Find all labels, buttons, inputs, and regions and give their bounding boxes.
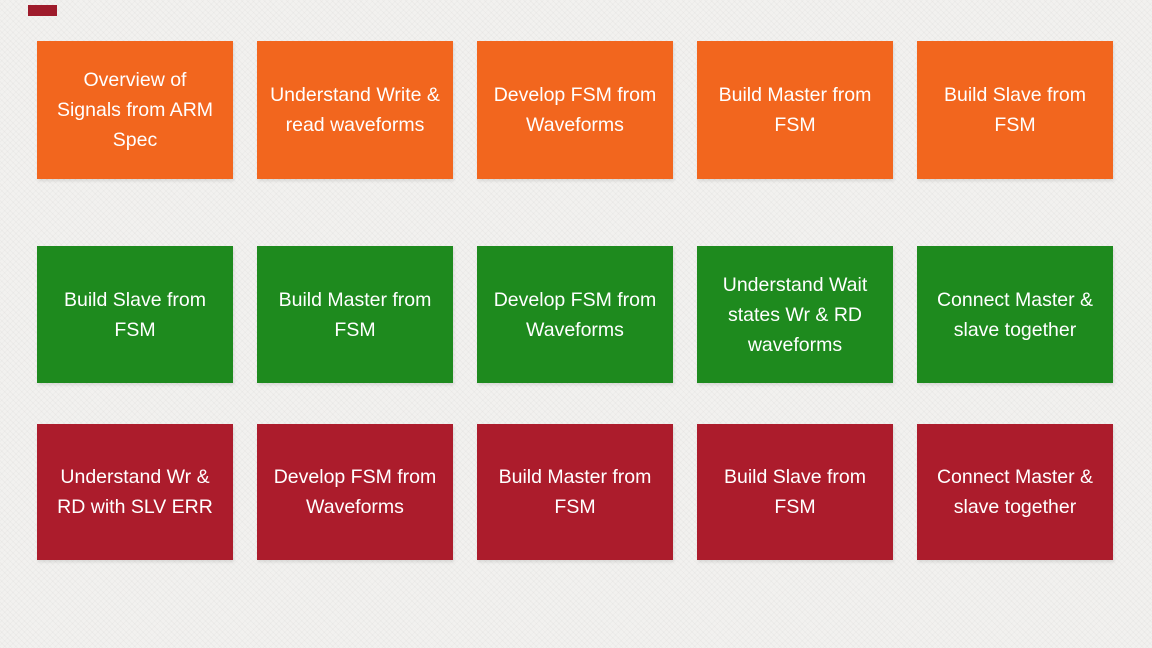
task-card-label: Understand Wr & RD with SLV ERR bbox=[57, 466, 213, 518]
task-card-label: Develop FSM from Waveforms bbox=[493, 84, 657, 136]
task-card: Connect Master & slave together bbox=[917, 424, 1113, 560]
task-card-label: Build Slave from FSM bbox=[944, 84, 1086, 136]
task-card-label: Understand Write & read waveforms bbox=[270, 84, 440, 136]
phase-row-3: Understand Wr & RD with SLV ERR Develop … bbox=[37, 424, 1113, 560]
task-card-label: Build Master from FSM bbox=[718, 84, 872, 136]
task-card: Build Slave from FSM bbox=[697, 424, 893, 560]
task-card: Build Master from FSM bbox=[697, 41, 893, 179]
task-card: Understand Write & read waveforms bbox=[257, 41, 453, 179]
task-card-label: Develop FSM from Waveforms bbox=[493, 288, 657, 341]
corner-artifact-mark bbox=[28, 5, 57, 16]
task-card: Overview of Signals from ARM Spec bbox=[37, 41, 233, 179]
task-card: Understand Wait states Wr & RD waveforms bbox=[697, 246, 893, 383]
task-card-label: Overview of Signals from ARM Spec bbox=[56, 69, 214, 151]
task-card-label: Build Slave from FSM bbox=[724, 466, 866, 518]
phase-row-1: Overview of Signals from ARM Spec Unders… bbox=[37, 41, 1113, 179]
phase-row-2: Build Slave from FSM Build Master from F… bbox=[37, 246, 1113, 383]
task-card: Build Master from FSM bbox=[257, 246, 453, 383]
task-card-label: Build Master from FSM bbox=[278, 288, 432, 341]
task-card: Develop FSM from Waveforms bbox=[257, 424, 453, 560]
task-card-label: Develop FSM from Waveforms bbox=[273, 466, 437, 518]
task-card-label: Understand Wait states Wr & RD waveforms bbox=[722, 273, 868, 356]
task-card-label: Build Slave from FSM bbox=[64, 288, 206, 341]
task-card-label: Build Master from FSM bbox=[498, 466, 652, 518]
task-card: Build Slave from FSM bbox=[37, 246, 233, 383]
task-card-label: Connect Master & slave together bbox=[936, 466, 1094, 518]
task-card: Build Slave from FSM bbox=[917, 41, 1113, 179]
task-card: Develop FSM from Waveforms bbox=[477, 246, 673, 383]
task-card: Understand Wr & RD with SLV ERR bbox=[37, 424, 233, 560]
task-card: Develop FSM from Waveforms bbox=[477, 41, 673, 179]
task-card: Connect Master & slave together bbox=[917, 246, 1113, 383]
task-card: Build Master from FSM bbox=[477, 424, 673, 560]
task-card-label: Connect Master & slave together bbox=[936, 288, 1094, 341]
